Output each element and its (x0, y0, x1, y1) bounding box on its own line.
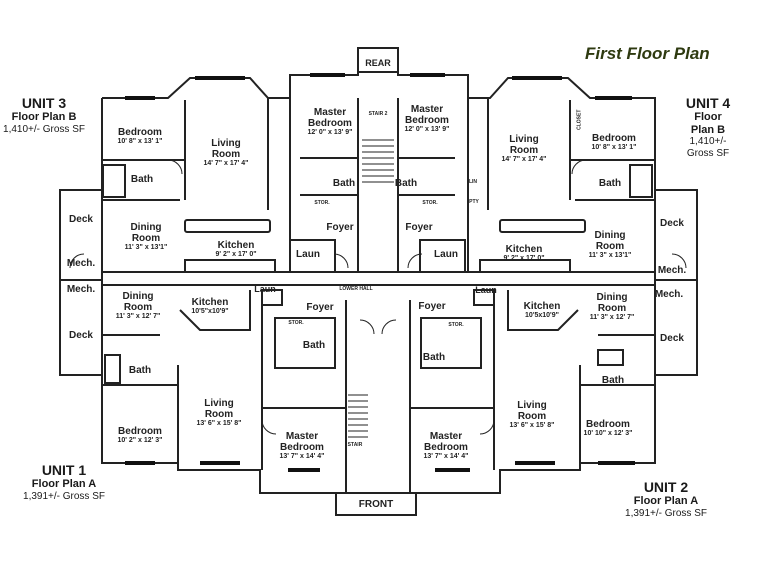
outer-wall-bottom-right (416, 285, 656, 494)
unit-4-closet: CLOSET (576, 109, 583, 130)
unit-1-title-block: UNIT 1 Floor Plan A 1,391+/- Gross SF (23, 462, 105, 502)
unit-1-deck: Deck (69, 330, 93, 341)
unit-1-foyer: Foyer (306, 302, 334, 313)
unit-4-bath: Bath (598, 178, 622, 189)
stair-2-label: STAIR 2 (368, 111, 388, 117)
unit-2-mech: Mech. (654, 289, 684, 300)
lower-hall-label: LOWER HALL (339, 286, 373, 292)
front-entry-walls (335, 492, 417, 516)
unit-3-plan: Floor Plan B (11, 111, 77, 124)
unit-2-name: UNIT 2 (643, 479, 689, 495)
unit-3-title-block: UNIT 3 Floor Plan B 1,410+/- Gross SF (3, 95, 85, 135)
unit-4-name: UNIT 4 (685, 95, 731, 111)
unit-4-area: 1,410+/- Gross SF (686, 136, 730, 159)
outer-wall-bottom (101, 285, 336, 494)
unit-2-title-block: UNIT 2 Floor Plan A 1,391+/- Gross SF (625, 479, 707, 519)
unit-3-deck: Deck (69, 214, 93, 225)
unit-3-master-bath: Bath (332, 178, 356, 189)
unit-3-foyer: Foyer (326, 222, 354, 233)
unit-2-laundry: Laun (475, 285, 497, 295)
unit-4-plan: Floor Plan B (690, 111, 726, 136)
unit-3-mech: Mech. (66, 258, 96, 269)
unit-2-plan: Floor Plan A (633, 495, 699, 508)
unit-1-storage: STOR. (288, 320, 304, 326)
unit-2-storage: STOR. (448, 322, 464, 328)
unit-4-laundry: Laun (434, 249, 458, 260)
unit-1-bath: Bath (128, 365, 152, 376)
unit-4-pantry: PTY (469, 199, 479, 205)
unit-2-bath: Bath (601, 375, 625, 386)
unit-4-master-bath: Bath (394, 178, 418, 189)
stair-label: STAIR (347, 442, 363, 448)
front-entrance-label: FRONT (358, 499, 394, 510)
unit-3-storage: STOR. (314, 200, 330, 206)
unit-1-mech: Mech. (66, 284, 96, 295)
unit-2-deck: Deck (660, 333, 684, 344)
unit-4-foyer: Foyer (405, 222, 433, 233)
unit-2-master-bath: Bath (422, 352, 446, 363)
unit-3-name: UNIT 3 (21, 95, 67, 111)
unit-1-master-bath: Bath (302, 340, 326, 351)
page-title: First Floor Plan (585, 44, 710, 63)
unit-4-deck: Deck (660, 218, 684, 229)
unit-1-laundry: Laun (254, 284, 276, 294)
unit-2-foyer: Foyer (418, 301, 446, 312)
deck-unit1-outline (59, 279, 103, 376)
outer-wall-top (102, 71, 656, 272)
unit-4-mech: Mech. (657, 265, 687, 276)
unit-3-bath: Bath (130, 174, 154, 185)
unit-4-storage: STOR. (422, 200, 438, 206)
unit-1-plan: Floor Plan A (31, 478, 97, 491)
unit-1-area: 1,391+/- Gross SF (23, 490, 105, 502)
unit-1-name: UNIT 1 (41, 462, 87, 478)
rear-entrance-label: REAR (365, 58, 391, 68)
deck-unit2-outline (654, 279, 698, 376)
unit-3-area: 1,410+/- Gross SF (3, 123, 85, 135)
unit-2-area: 1,391+/- Gross SF (625, 507, 707, 519)
unit-4-linen: LIN (468, 179, 478, 185)
unit-4-title-block: UNIT 4 Floor Plan B 1,410+/- Gross SF (683, 95, 734, 159)
unit-3-laundry: Laun (296, 249, 320, 260)
